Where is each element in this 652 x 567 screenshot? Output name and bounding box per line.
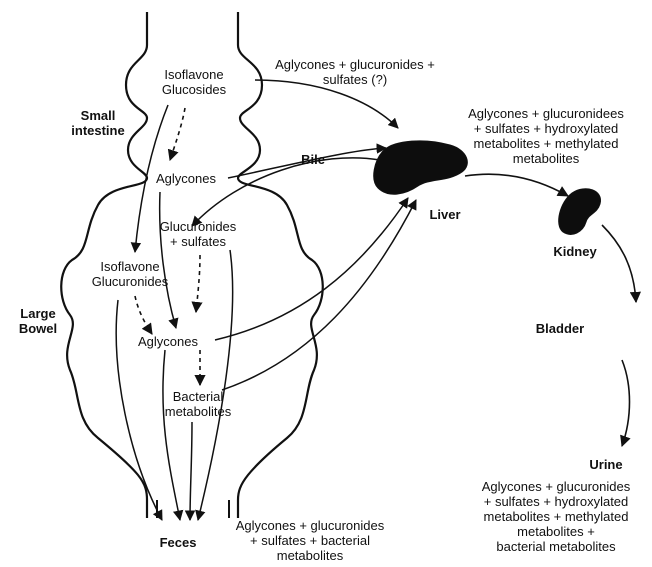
arrow-bile-liver-to-intestine: [192, 158, 380, 226]
urine-contents-note: Aglycones + glucuronides + sulfates + hy…: [464, 479, 648, 554]
feces-contents-note: Aglycones + glucuronides + sulfates + ba…: [212, 518, 408, 563]
arrow-bladder-to-urine: [622, 360, 630, 446]
aglycones-upper-label: Aglycones: [146, 171, 226, 186]
glucuronides-sulfates-label: Glucuronides + sulfates: [150, 219, 246, 249]
kidney-label: Kidney: [545, 244, 605, 259]
arrow-aglycones-to-feces: [163, 350, 180, 520]
arrow-liver-to-kidney: [465, 174, 568, 196]
bladder-label: Bladder: [525, 321, 595, 336]
aglycones-lower-label: Aglycones: [128, 334, 208, 349]
feces-label: Feces: [148, 535, 208, 550]
liver-output-note: Aglycones + glucuronidees + sulfates + h…: [446, 106, 646, 166]
gut-outline-right: [238, 12, 323, 518]
to-liver-note: Aglycones + glucuronides + sulfates (?): [250, 57, 460, 87]
arrow-glucuronides-to-aglycones: [196, 255, 200, 312]
arrow-glucosides-to-aglycones: [170, 108, 185, 160]
large-bowel-label: Large Bowel: [4, 306, 72, 336]
isoflavone-glucosides-label: Isoflavone Glucosides: [148, 67, 240, 97]
liver-label: Liver: [420, 207, 470, 222]
arrow-glucuronides-to-feces: [198, 250, 233, 520]
bacterial-metabolites-label: Bacterial metabolites: [150, 389, 246, 419]
urine-label: Urine: [578, 457, 634, 472]
arrow-bacterial-to-feces: [190, 422, 192, 520]
bile-label: Bile: [293, 152, 333, 167]
small-intestine-label: Small intestine: [62, 108, 134, 138]
kidney-shape: [559, 189, 601, 235]
arrow-glucosides-to-liver: [255, 80, 398, 128]
isoflavone-glucuronides-label: Isoflavone Glucuronides: [80, 259, 180, 289]
arrow-isoflavone-glucuronides-to-aglycones: [135, 296, 152, 334]
arrow-kidney-to-bladder: [602, 225, 636, 302]
arrow-bacterial-to-liver: [222, 200, 416, 390]
